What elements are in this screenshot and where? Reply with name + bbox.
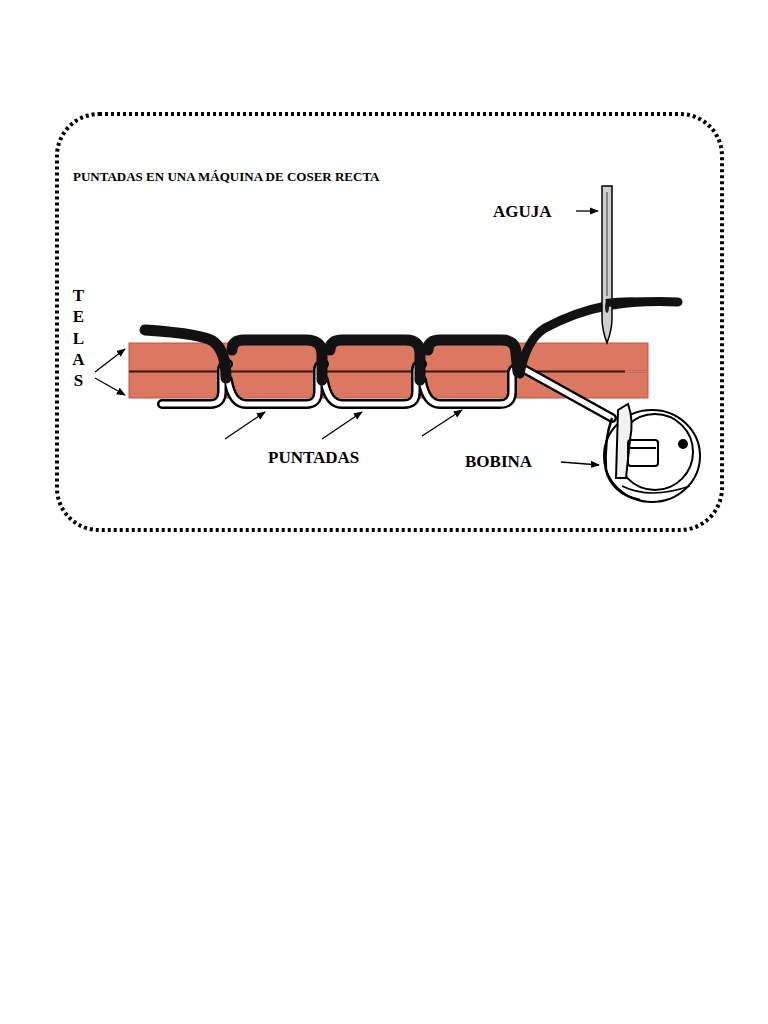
label-text: AGUJA	[493, 202, 552, 221]
title-text: PUNTADAS EN UNA MÁQUINA DE COSER RECTA	[73, 169, 380, 184]
dotted-frame	[57, 114, 722, 530]
part-label: TELAS	[70, 285, 87, 391]
label-text: BOBINA	[465, 452, 532, 471]
diagram-title: PUNTADAS EN UNA MÁQUINA DE COSER RECTA	[73, 169, 380, 185]
label-text: PUNTADAS	[268, 448, 359, 467]
part-label: PUNTADAS	[268, 448, 359, 468]
label-text: TELAS	[72, 286, 84, 390]
needle-symbol	[602, 186, 650, 343]
part-label: AGUJA	[493, 202, 552, 222]
bobbin-case	[604, 404, 700, 502]
leader-arrows	[95, 211, 599, 465]
needle-thread	[145, 302, 678, 381]
part-label: BOBINA	[465, 452, 532, 472]
